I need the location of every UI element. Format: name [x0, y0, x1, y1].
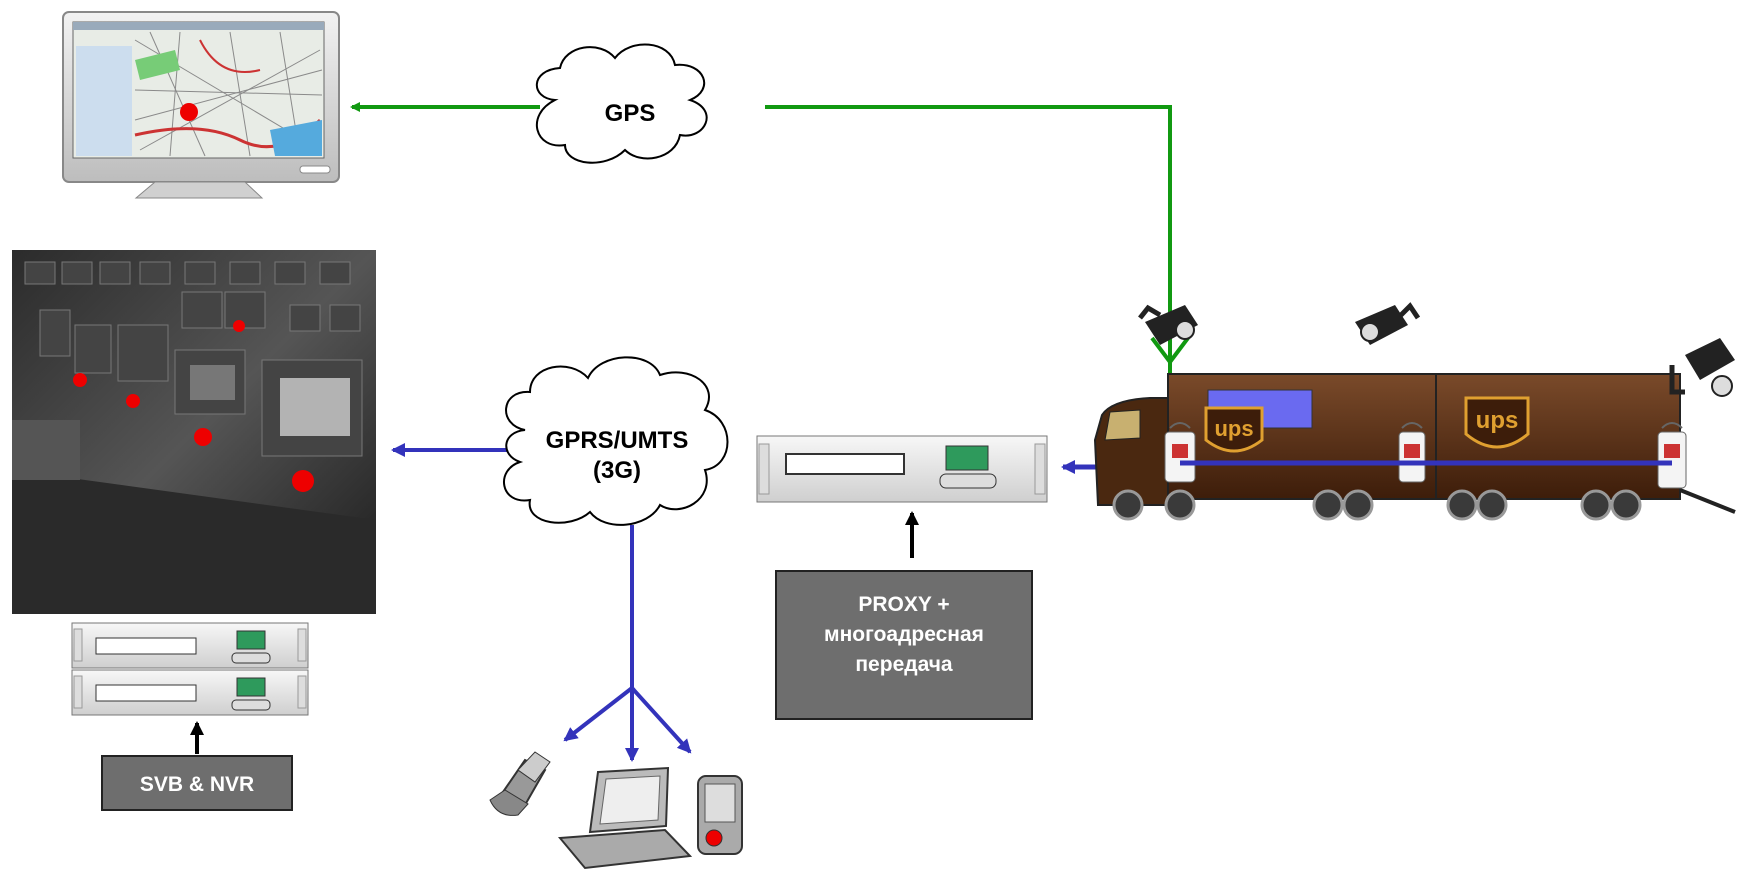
security-camera-icon	[1355, 302, 1421, 345]
proxy-label-line2: многоадресная	[824, 623, 984, 646]
screen-dot	[194, 428, 212, 446]
proxy-label-line3: передача	[855, 653, 953, 676]
screen-dot	[126, 394, 140, 408]
ups-logo: ups	[1204, 406, 1264, 453]
ups-logo: ups	[1464, 396, 1530, 449]
screen-dot	[292, 470, 314, 492]
svb-nvr-box: SVB & NVR	[101, 755, 293, 811]
map-location-dot	[180, 103, 198, 121]
gprs-umts-cloud: GPRS/UMTS (3G)	[503, 356, 729, 526]
wireless-node-icon	[1164, 422, 1196, 483]
gps-link	[350, 102, 1190, 408]
data-link-to-devices	[563, 525, 692, 762]
control-room-photo	[12, 250, 376, 614]
mobile-phone-icon	[489, 751, 551, 816]
screen-dot	[233, 320, 245, 332]
server-rack-icon	[71, 622, 309, 716]
gprs-umts-label: GPRS/UMTS	[546, 427, 689, 454]
wireless-node-icon	[1398, 422, 1426, 483]
svb-nvr-label: SVB & NVR	[140, 773, 254, 796]
pda-icon	[697, 775, 743, 855]
security-camera-icon	[1669, 338, 1735, 397]
street-map	[134, 31, 323, 157]
proxy-rack-server-icon	[756, 435, 1048, 503]
screen-dot	[73, 373, 87, 387]
proxy-multicast-box: PROXY + многоадресная передача	[775, 570, 1033, 720]
ups-logo-text: ups	[1214, 416, 1253, 441]
proxy-label-line1: PROXY +	[858, 593, 949, 616]
gps-label: GPS	[605, 100, 656, 127]
gprs-3g-label: (3G)	[593, 457, 641, 484]
security-camera-icon	[1138, 304, 1198, 345]
laptop-icon	[557, 766, 693, 870]
map-monitor-icon	[62, 11, 340, 199]
wireless-node-icon	[1657, 422, 1687, 489]
ups-truck-icon: ups ups	[1093, 373, 1736, 521]
gps-cloud: GPS	[535, 43, 708, 164]
ups-logo-text: ups	[1476, 407, 1519, 434]
